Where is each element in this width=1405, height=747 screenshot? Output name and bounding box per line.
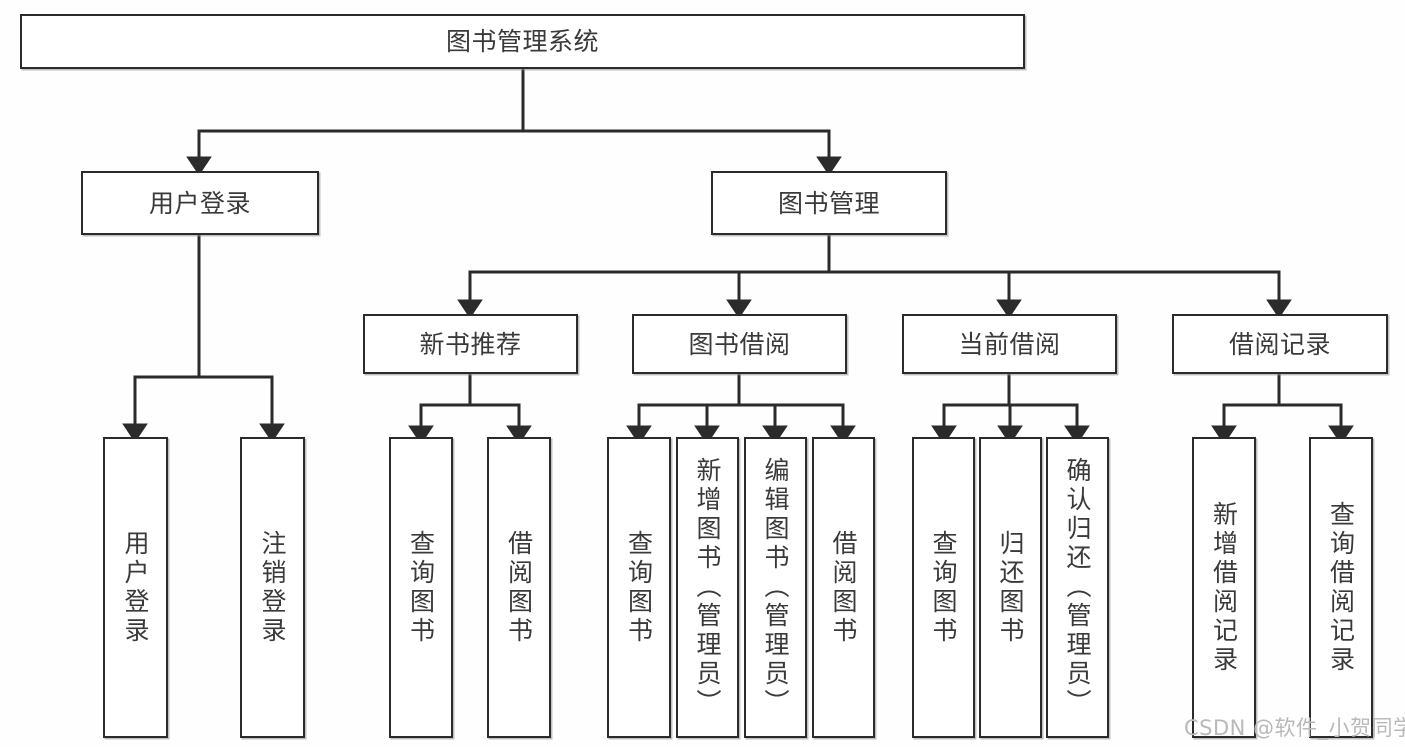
node-book-manage-label: 图书管理 [777,188,880,218]
node-leaf-add-book-admin[interactable]: 新增图书（管理员） [676,437,739,738]
node-leaf-return-book-label: 归还图书 [996,529,1025,646]
node-leaf-query-book-1[interactable]: 查询图书 [389,437,453,738]
node-leaf-borrow-book-2[interactable]: 借阅图书 [812,437,875,738]
node-leaf-borrow-book-1[interactable]: 借阅图书 [487,437,551,738]
node-leaf-query-book-2-label: 查询图书 [624,529,654,646]
node-leaf-query-borrow-record[interactable]: 查询借阅记录 [1309,437,1373,738]
node-book-borrow[interactable]: 图书借阅 [632,314,847,374]
node-leaf-user-login[interactable]: 用户登录 [103,437,168,738]
node-leaf-edit-book-admin[interactable]: 编辑图书（管理员） [744,437,807,738]
node-leaf-borrow-book-1-label: 借阅图书 [504,529,534,646]
node-leaf-confirm-return-admin-label: 确认归还（管理员） [1063,457,1092,718]
node-leaf-confirm-return-admin[interactable]: 确认归还（管理员） [1046,437,1109,738]
node-leaf-add-borrow-record[interactable]: 新增借阅记录 [1192,437,1256,738]
node-leaf-query-book-3-label: 查询图书 [929,529,958,646]
csdn-watermark: CSDN @软件_小贺同学 [1184,716,1405,740]
node-leaf-add-book-admin-label: 新增图书（管理员） [693,457,722,718]
node-new-book-recommend[interactable]: 新书推荐 [363,314,578,374]
node-leaf-return-book[interactable]: 归还图书 [979,437,1042,738]
node-leaf-query-borrow-record-label: 查询借阅记录 [1326,500,1356,675]
node-current-borrow-label: 当前借阅 [958,329,1061,359]
node-borrow-record[interactable]: 借阅记录 [1172,314,1388,374]
node-borrow-record-label: 借阅记录 [1228,329,1331,359]
node-root[interactable]: 图书管理系统 [20,14,1025,69]
node-root-label: 图书管理系统 [445,27,599,56]
node-current-borrow[interactable]: 当前借阅 [902,314,1117,374]
node-book-borrow-label: 图书借阅 [688,329,791,359]
node-new-book-recommend-label: 新书推荐 [419,329,522,359]
node-user-login[interactable]: 用户登录 [81,171,319,235]
node-leaf-add-borrow-record-label: 新增借阅记录 [1209,500,1239,675]
node-leaf-query-book-2[interactable]: 查询图书 [607,437,671,738]
node-leaf-user-login-label: 用户登录 [121,529,150,646]
node-leaf-logout[interactable]: 注销登录 [240,437,305,738]
node-leaf-query-book-1-label: 查询图书 [406,529,436,646]
node-book-manage[interactable]: 图书管理 [711,171,947,235]
node-leaf-logout-label: 注销登录 [258,529,287,646]
node-leaf-edit-book-admin-label: 编辑图书（管理员） [761,457,790,718]
node-leaf-query-book-3[interactable]: 查询图书 [912,437,975,738]
node-user-login-label: 用户登录 [148,188,251,218]
node-leaf-borrow-book-2-label: 借阅图书 [829,529,858,646]
